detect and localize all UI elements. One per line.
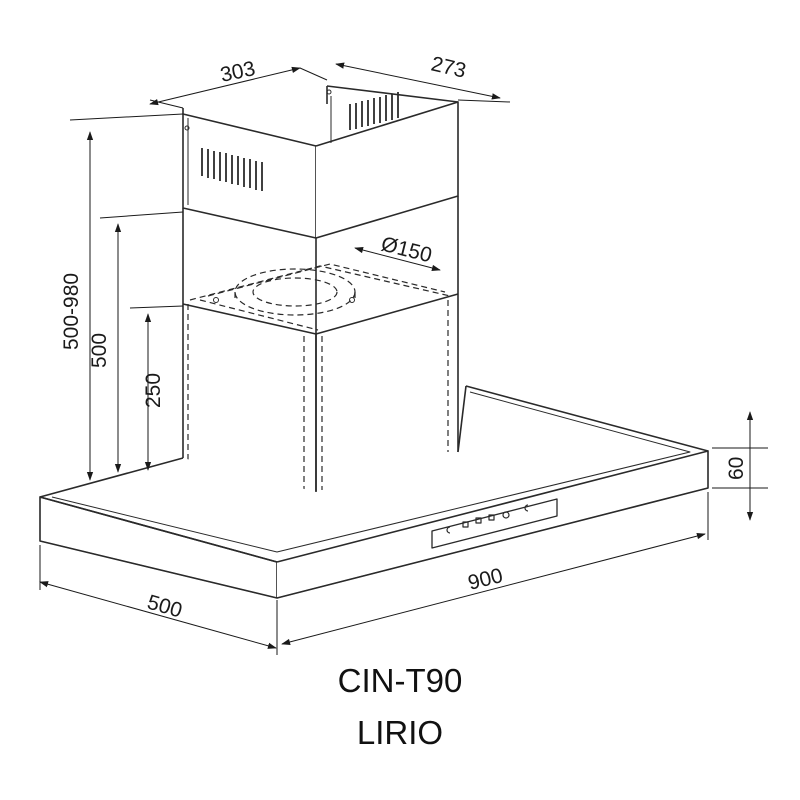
dim-hood-depth: 500 (145, 591, 185, 623)
control-button-icon[interactable] (446, 504, 529, 534)
dim-chimney-width: 303 (218, 57, 257, 87)
dimension-lines (39, 62, 768, 655)
dim-height-500: 500 (88, 333, 111, 368)
dim-hood-thickness: 60 (725, 457, 748, 480)
lower-chimney (182, 196, 459, 492)
dim-chimney-depth: 273 (429, 52, 468, 82)
hood-canopy (39, 385, 709, 599)
dim-outlet-diameter: Ø150 (379, 233, 434, 268)
upper-chimney (182, 85, 459, 239)
dim-total-height: 500-980 (60, 273, 83, 350)
vent-slot-icon (201, 148, 263, 191)
dim-height-250: 250 (142, 373, 165, 408)
dim-hood-width: 900 (466, 564, 506, 595)
model-name: LIRIO (356, 714, 444, 751)
model-code: CIN-T90 (337, 662, 463, 699)
